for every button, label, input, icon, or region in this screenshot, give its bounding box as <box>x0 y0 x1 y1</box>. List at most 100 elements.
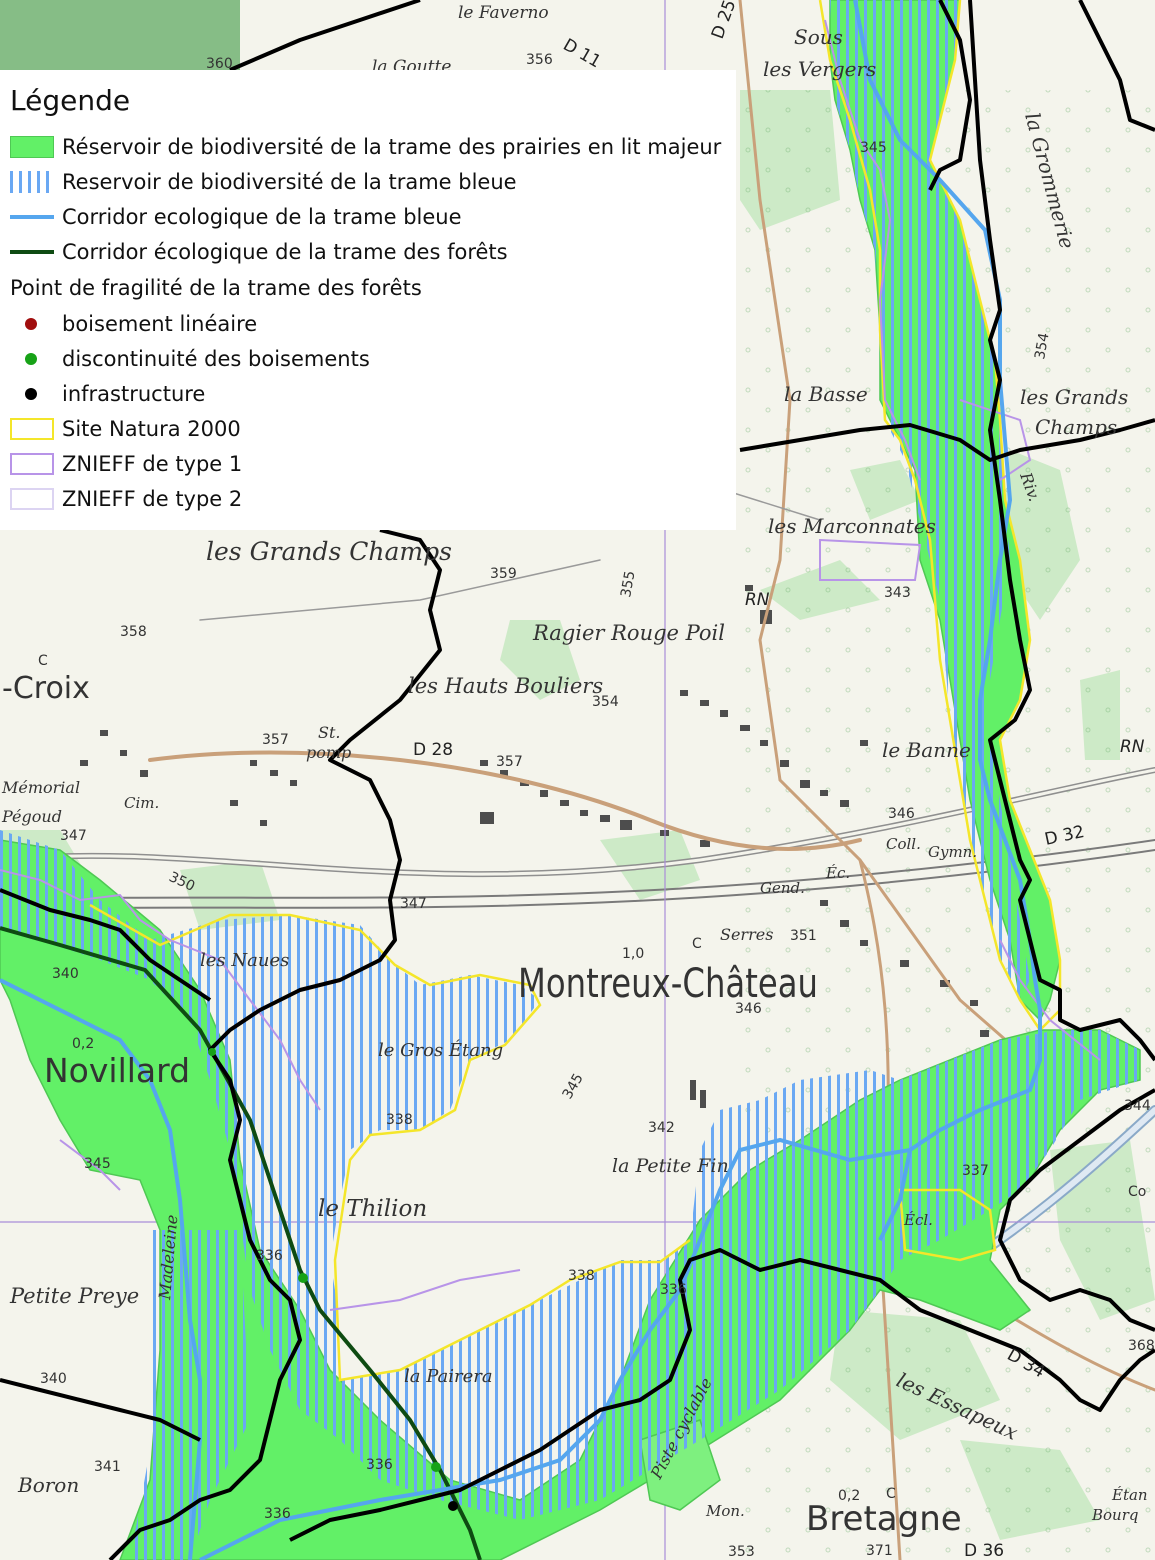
elevation-label: 354 <box>1032 332 1052 361</box>
elevation-label: 354 <box>592 694 619 710</box>
map-symbol-c: C <box>886 1486 896 1502</box>
place-label: Sous <box>794 25 843 49</box>
place-label: les Vergers <box>763 57 876 81</box>
legend-label: Reservoir de biodiversité de la trame bl… <box>62 169 517 194</box>
elevation-label: 341 <box>94 1459 121 1475</box>
legend-item-natura-2000: Site Natura 2000 <box>10 411 736 446</box>
legend-fragility-header: Point de fragilité de la trame des forêt… <box>10 275 422 300</box>
forest-corridor <box>0 926 482 1560</box>
elevation-label: 357 <box>496 754 523 770</box>
place-label: la Petite Fin <box>612 1155 729 1177</box>
distance-label: 1,0 <box>622 946 644 962</box>
place-label: Pégoud <box>1 807 62 826</box>
purple-outline-swatch-icon <box>10 452 54 475</box>
place-label: le Gros Étang <box>378 1038 503 1061</box>
map-symbol-c: C <box>692 936 702 952</box>
elevation-label: 340 <box>40 1371 67 1387</box>
place-label: Gend. <box>760 879 805 897</box>
elevation-label: 368 <box>1128 1338 1155 1354</box>
blue-hatch-swatch-icon <box>10 170 54 193</box>
legend-title: Légende <box>10 84 131 117</box>
legend-label: boisement linéaire <box>62 311 258 336</box>
place-label: Champs <box>1035 415 1117 439</box>
elevation-label: 344 <box>1124 1098 1151 1114</box>
legend-item-forest-corridor: Corridor écologique de la trame des forê… <box>10 234 736 269</box>
town-label: -Croix <box>2 671 90 706</box>
elevation-label: 360 <box>206 56 233 72</box>
place-label: Ragier Rouge Poil <box>532 621 725 645</box>
elevation-label: 347 <box>60 828 87 844</box>
place-label: les Hauts Bouliers <box>408 674 603 698</box>
distance-label: 0,2 <box>838 1488 860 1504</box>
legend-item-boisement-lineaire: boisement linéaire <box>10 306 736 341</box>
town-label: Novillard <box>44 1051 190 1090</box>
yellow-outline-swatch-icon <box>10 417 54 440</box>
dark-green-line-icon <box>10 241 54 263</box>
elevation-label: 355 <box>618 570 638 599</box>
place-label: le Banne <box>882 738 971 762</box>
fragility-point-discontinuity[interactable] <box>431 1462 441 1472</box>
legend-item-blue-reservoir: Reservoir de biodiversité de la trame bl… <box>10 164 736 199</box>
fragility-point-infrastructure[interactable] <box>448 1501 458 1511</box>
place-label: le Faverno <box>458 3 549 23</box>
town-label: Bretagne <box>806 1499 962 1539</box>
red-dot-icon <box>10 313 54 335</box>
lavender-outline-swatch-icon <box>10 487 54 510</box>
legend-label: infrastructure <box>62 381 206 406</box>
legend-item-blue-corridor: Corridor ecologique de la trame bleue <box>10 199 736 234</box>
elevation-label: 345 <box>860 140 887 156</box>
legend-label: ZNIEFF de type 2 <box>62 486 243 511</box>
elevation-label: 359 <box>490 566 517 582</box>
elevation-label: 337 <box>962 1163 989 1179</box>
place-label: Étan <box>1111 1486 1148 1504</box>
elevation-label: 346 <box>888 806 915 822</box>
elevation-label: 357 <box>262 732 289 748</box>
elevation-label: 343 <box>884 585 911 601</box>
legend-label: Réservoir de biodiversité de la trame de… <box>62 134 722 159</box>
elevation-label: 338 <box>386 1112 413 1128</box>
map-edge-label: Co <box>1128 1184 1146 1200</box>
place-label: les Naues <box>200 950 289 971</box>
elevation-label: 347 <box>400 896 427 912</box>
legend-item-znieff-1: ZNIEFF de type 1 <box>10 446 736 481</box>
green-dot-icon <box>10 348 54 370</box>
green-fill-swatch-icon <box>10 135 54 158</box>
legend-label: ZNIEFF de type 1 <box>62 451 243 476</box>
elevation-label: 336 <box>264 1506 291 1522</box>
place-label: Gymn. <box>928 843 977 861</box>
legend-item-discontinuite: discontinuité des boisements <box>10 341 736 376</box>
legend-item-prairie-reservoir: Réservoir de biodiversité de la trame de… <box>10 129 736 164</box>
place-label: la Basse <box>784 382 868 406</box>
town-label: Montreux-Château <box>518 961 818 1007</box>
elevation-label: 345 <box>84 1156 111 1172</box>
place-label: pomp <box>306 743 351 762</box>
elevation-label: 371 <box>866 1543 893 1559</box>
legend-label: Site Natura 2000 <box>62 416 241 441</box>
place-label: les Grands Champs <box>206 537 452 566</box>
fragility-points <box>208 1048 458 1511</box>
place-label: la Pairera <box>404 1366 493 1387</box>
place-label: Serres <box>720 925 773 944</box>
place-label: Mon. <box>705 1502 745 1520</box>
fragility-point-discontinuity[interactable] <box>208 1048 216 1056</box>
fragility-point-discontinuity[interactable] <box>298 1273 308 1283</box>
legend-label: Corridor écologique de la trame des forê… <box>62 239 508 264</box>
elevation-label: 353 <box>728 1544 755 1560</box>
elevation-label: 346 <box>735 1001 762 1017</box>
place-label: Boron <box>17 1473 79 1497</box>
elevation-label: 336 <box>660 1282 687 1298</box>
legend-item-znieff-2: ZNIEFF de type 2 <box>10 481 736 516</box>
place-label: Écl. <box>903 1211 933 1229</box>
place-label: Petite Preye <box>9 1284 139 1308</box>
place-label: Cim. <box>124 794 159 812</box>
elevation-label: 338 <box>568 1268 595 1284</box>
legend-item-infrastructure: infrastructure <box>10 376 736 411</box>
place-label: Coll. <box>886 835 921 853</box>
place-label: St. <box>318 723 340 742</box>
place-label: Mémorial <box>1 778 80 797</box>
place-label: Bourq <box>1091 1506 1139 1524</box>
place-label: les Grands <box>1020 385 1128 409</box>
legend-panel: Légende Réservoir de biodiversité de la … <box>0 70 736 530</box>
